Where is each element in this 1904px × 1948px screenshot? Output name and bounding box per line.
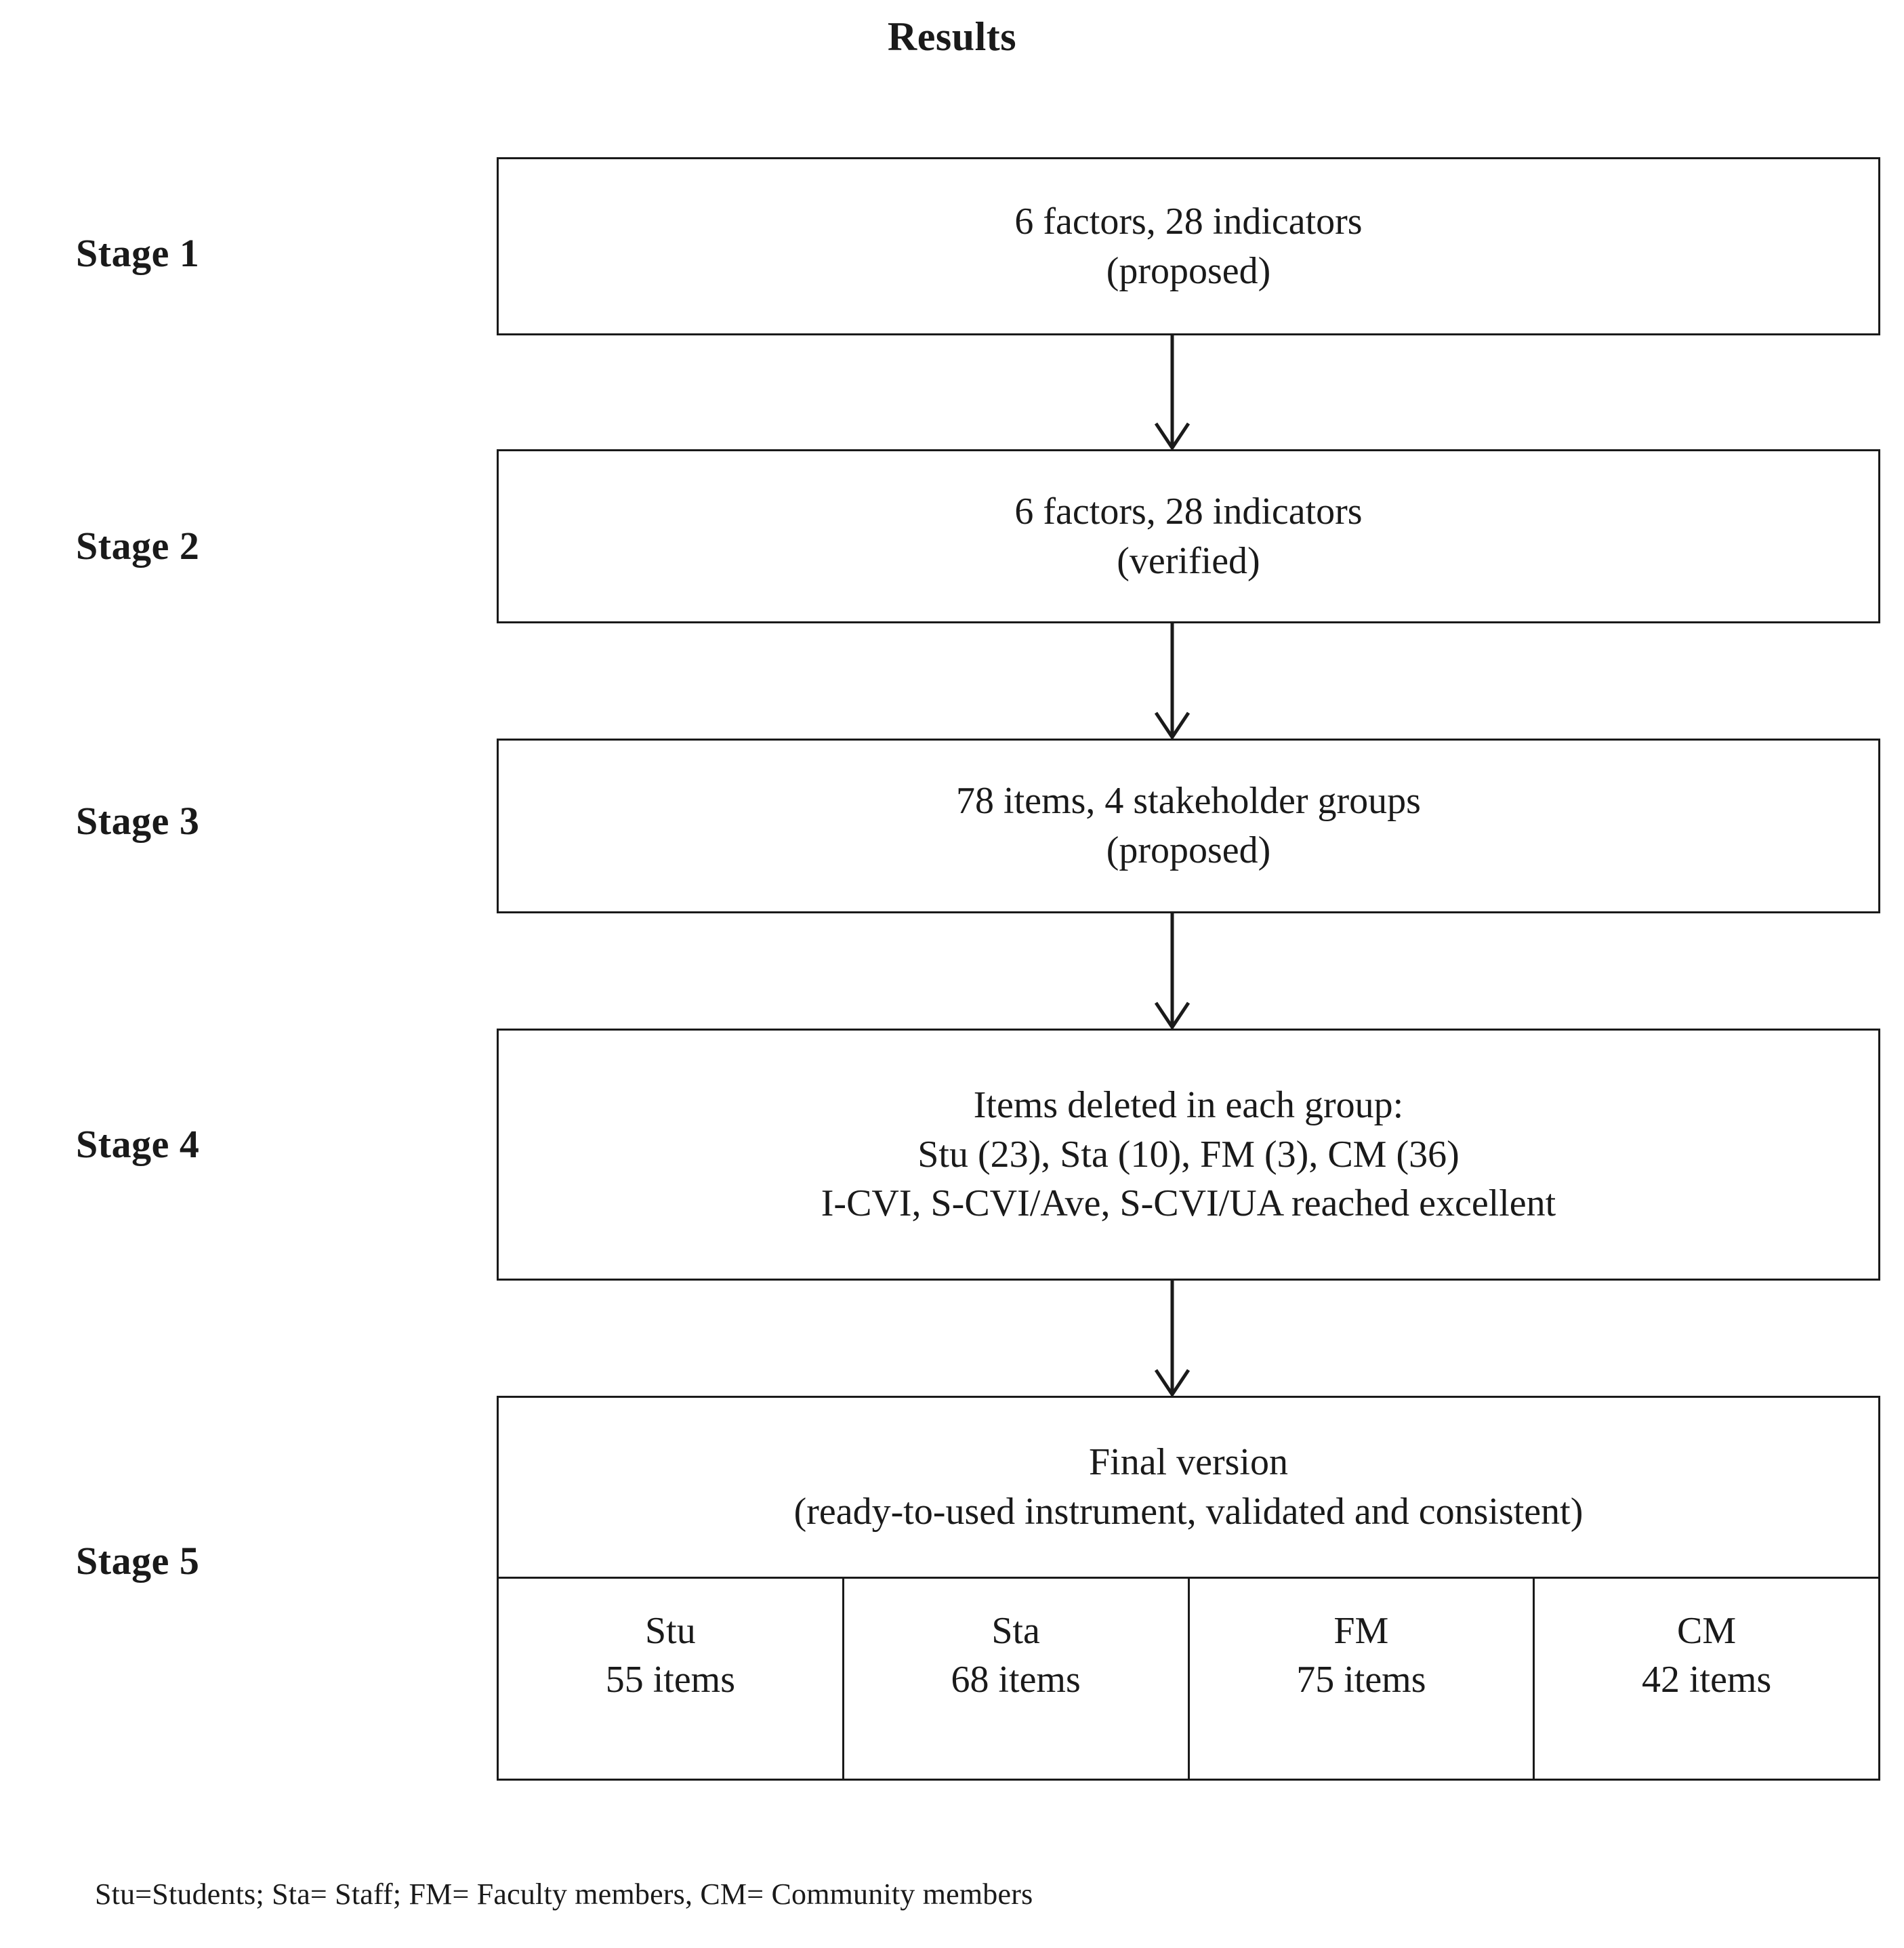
stage-4-line-2: Stu (23), Sta (10), FM (3), CM (36) <box>917 1133 1460 1176</box>
table-cell-sta: Sta 68 items <box>844 1579 1190 1779</box>
stage-3-line-1: 78 items, 4 stakeholder groups <box>956 780 1421 823</box>
page-title: Results <box>887 14 1017 59</box>
stage-label-1: Stage 1 <box>76 231 200 275</box>
figure-footnote: Stu=Students; Sta= Staff; FM= Faculty me… <box>95 1878 1033 1911</box>
stage-label-4: Stage 4 <box>76 1122 200 1166</box>
stage-2-line-2: (verified) <box>1117 539 1260 582</box>
stage-3-line-2: (proposed) <box>1106 829 1271 871</box>
stage-1-box: 6 factors, 28 indicators (proposed) <box>497 157 1880 335</box>
table-cell-fm-count: 75 items <box>1296 1658 1426 1701</box>
stage-3-box: 78 items, 4 stakeholder groups (proposed… <box>497 739 1880 913</box>
stage-1-line-1: 6 factors, 28 indicators <box>1014 200 1363 243</box>
table-cell-sta-name: Sta <box>991 1610 1040 1652</box>
arrow-stage1-to-stage2 <box>1144 335 1201 451</box>
table-cell-stu-count: 55 items <box>605 1658 736 1701</box>
arrow-stage4-to-stage5 <box>1144 1281 1201 1398</box>
table-cell-stu-name: Stu <box>645 1610 696 1652</box>
stage-5-line-1: Final version <box>1089 1441 1288 1484</box>
stage-4-box: Items deleted in each group: Stu (23), S… <box>497 1029 1880 1281</box>
stage-2-box: 6 factors, 28 indicators (verified) <box>497 449 1880 623</box>
stakeholder-table: Stu 55 items Sta 68 items FM 75 items CM… <box>499 1579 1878 1779</box>
stage-5-line-2: (ready-to-used instrument, validated and… <box>793 1491 1584 1533</box>
table-cell-sta-count: 68 items <box>951 1658 1081 1701</box>
stage-label-2: Stage 2 <box>76 524 200 568</box>
table-cell-cm: CM 42 items <box>1535 1579 1878 1779</box>
table-cell-cm-name: CM <box>1677 1610 1737 1652</box>
table-cell-cm-count: 42 items <box>1641 1658 1772 1701</box>
arrow-stage3-to-stage4 <box>1144 913 1201 1031</box>
stage-4-line-1: Items deleted in each group: <box>973 1083 1404 1126</box>
stage-5-box: Final version (ready-to-used instrument,… <box>497 1396 1880 1781</box>
stage-4-line-3: I-CVI, S-CVI/Ave, S-CVI/UA reached excel… <box>821 1182 1556 1225</box>
stage-label-3: Stage 3 <box>76 799 200 843</box>
table-cell-fm-name: FM <box>1333 1610 1389 1652</box>
arrow-stage2-to-stage3 <box>1144 623 1201 741</box>
table-cell-stu: Stu 55 items <box>499 1579 844 1779</box>
stage-label-5: Stage 5 <box>76 1539 200 1583</box>
stage-2-line-1: 6 factors, 28 indicators <box>1014 490 1363 533</box>
final-version-header: Final version (ready-to-used instrument,… <box>499 1398 1878 1579</box>
table-cell-fm: FM 75 items <box>1190 1579 1535 1779</box>
stage-1-line-2: (proposed) <box>1106 249 1271 292</box>
